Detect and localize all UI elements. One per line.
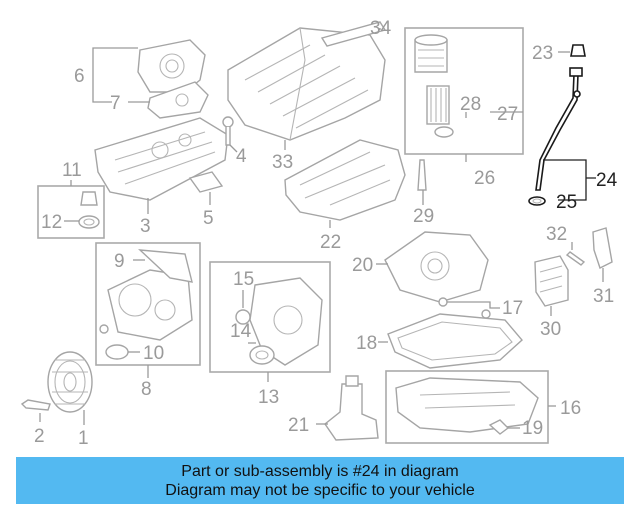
part-oil-pump-21: 21 bbox=[288, 375, 379, 441]
part-group-6-7: 6 7 bbox=[74, 39, 209, 119]
callout-17: 17 bbox=[502, 298, 523, 319]
callout-10: 10 bbox=[143, 343, 164, 364]
callout-14: 14 bbox=[230, 321, 252, 342]
part-bolt-4: 4 bbox=[222, 116, 247, 167]
callout-19: 19 bbox=[522, 418, 543, 439]
callout-27: 27 bbox=[497, 104, 518, 125]
callout-4: 4 bbox=[236, 146, 247, 167]
part-oil-pan-upper-22: 22 bbox=[284, 139, 406, 253]
part-oil-cooler-30: 30 bbox=[534, 255, 569, 340]
part-group-13-15: 15 14 13 bbox=[209, 261, 331, 408]
part-group-8-10: 9 10 8 bbox=[95, 242, 201, 400]
part-gasket-18: 18 bbox=[356, 313, 523, 369]
callout-3: 3 bbox=[140, 216, 151, 237]
part-29: 29 bbox=[413, 159, 434, 227]
callout-23: 23 bbox=[532, 43, 553, 64]
part-gasket-34: 34 bbox=[320, 18, 392, 47]
callout-24: 24 bbox=[596, 170, 618, 191]
callout-5: 5 bbox=[203, 208, 214, 229]
callout-22: 22 bbox=[320, 232, 341, 253]
callout-2: 2 bbox=[34, 426, 45, 447]
part-bracket-5: 5 bbox=[188, 171, 224, 229]
callout-11: 11 bbox=[62, 160, 82, 181]
part-group-26-28: 28 27 26 bbox=[404, 27, 524, 189]
parts-diagram: 6 7 3 4 5 11 12 33 bbox=[20, 18, 618, 449]
callout-32: 32 bbox=[546, 224, 567, 245]
callout-34: 34 bbox=[370, 18, 392, 39]
callout-26: 26 bbox=[474, 168, 495, 189]
callout-6: 6 bbox=[74, 66, 85, 87]
part-group-11-12: 11 12 bbox=[37, 160, 105, 239]
callout-30: 30 bbox=[540, 319, 561, 340]
part-bolt-32: 32 bbox=[546, 224, 586, 266]
callout-31: 31 bbox=[593, 286, 614, 307]
callout-20: 20 bbox=[352, 255, 373, 276]
callout-7: 7 bbox=[110, 93, 121, 114]
callout-29: 29 bbox=[413, 206, 434, 227]
info-banner: Part or sub-assembly is #24 in diagram D… bbox=[16, 457, 624, 504]
callout-21: 21 bbox=[288, 415, 309, 436]
banner-line-2: Diagram may not be specific to your vehi… bbox=[165, 482, 475, 499]
callout-12: 12 bbox=[41, 212, 62, 233]
banner-line-1: Part or sub-assembly is #24 in diagram bbox=[181, 463, 459, 480]
part-pulley-1: 1 bbox=[47, 351, 93, 449]
part-bolt-2: 2 bbox=[20, 399, 51, 447]
part-intake-manifold-33: 33 bbox=[227, 27, 386, 173]
callout-28: 28 bbox=[460, 94, 481, 115]
callout-33: 33 bbox=[272, 152, 293, 173]
part-23: 23 bbox=[532, 43, 570, 64]
callout-1: 1 bbox=[78, 428, 89, 449]
callout-8: 8 bbox=[141, 379, 152, 400]
part-timing-cover-20: 20 bbox=[352, 231, 489, 303]
part-group-16-19: 16 19 bbox=[385, 370, 581, 444]
callout-16: 16 bbox=[560, 398, 581, 419]
callout-25: 25 bbox=[556, 192, 577, 213]
part-dipstick-tube-24: 24 bbox=[535, 44, 618, 201]
part-o-ring-25: 25 bbox=[528, 192, 577, 213]
callout-15: 15 bbox=[233, 269, 254, 290]
callout-18: 18 bbox=[356, 333, 377, 354]
callout-13: 13 bbox=[258, 387, 279, 408]
callout-9: 9 bbox=[114, 251, 125, 272]
part-seal-17: 17 bbox=[438, 297, 523, 319]
part-valve-cover-3: 3 bbox=[94, 117, 229, 237]
part-31: 31 bbox=[592, 227, 614, 307]
